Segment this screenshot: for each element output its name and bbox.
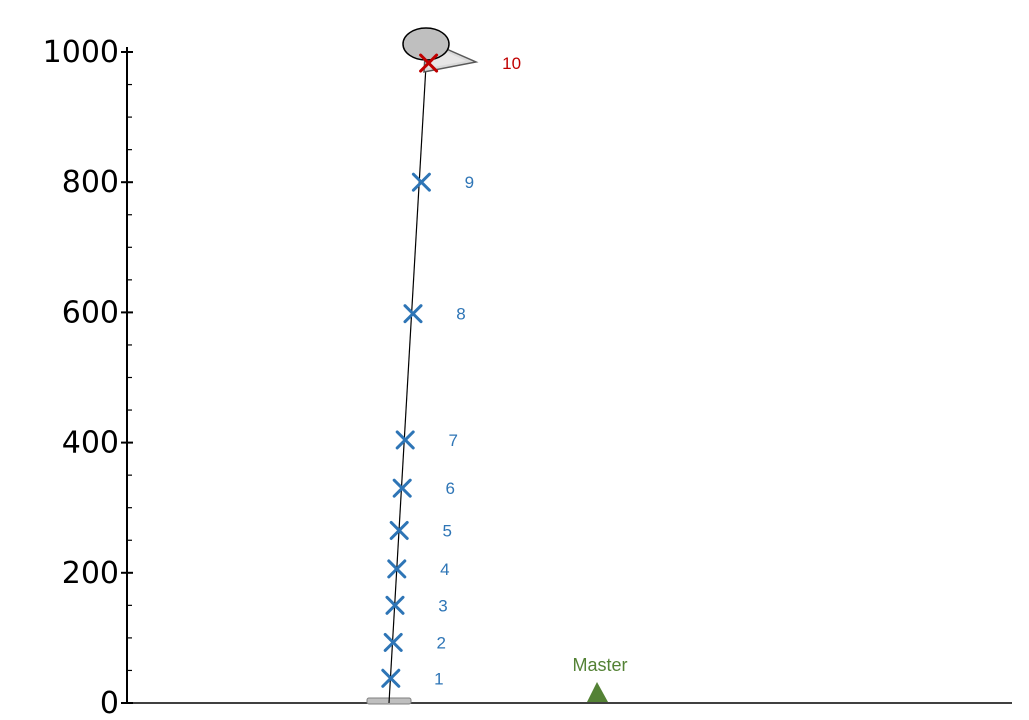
sensor-marker (389, 520, 409, 540)
master-label: Master (572, 655, 627, 675)
y-tick-label: 800 (62, 165, 119, 200)
y-axis-ticks: 0 200 400 600 800 1000 (43, 35, 133, 720)
sensor-marker (395, 430, 415, 450)
sensor-label: 2 (436, 633, 445, 652)
top-sensor-marker: 10 (419, 53, 521, 73)
y-axis (126, 47, 1012, 704)
sensor-label: 8 (456, 305, 465, 324)
master-station-icon (587, 682, 608, 702)
sensor-marker (387, 559, 407, 579)
top-sensor-label: 10 (502, 54, 521, 73)
sensor-marker (381, 668, 401, 688)
y-tick-label: 200 (62, 556, 119, 591)
sensor-marker (411, 172, 431, 192)
balloon-envelope (402, 27, 450, 61)
sensor-label: 4 (440, 560, 449, 579)
tether-line (388, 55, 428, 704)
sensor-marker (383, 632, 403, 652)
y-tick-label: 1000 (43, 35, 119, 70)
sensor-label: 3 (438, 596, 447, 615)
sensor-marker (403, 304, 423, 324)
sensor-label: 5 (442, 521, 451, 540)
sensor-label: 1 (434, 669, 443, 688)
y-tick-label: 600 (62, 295, 119, 330)
top-sensor-marker (419, 53, 439, 73)
sensor-markers: 1 2 3 4 5 6 7 8 9 (381, 172, 474, 688)
balloon-icon (402, 27, 479, 73)
sensor-label: 7 (448, 431, 457, 450)
sensor-label: 6 (445, 479, 454, 498)
sensor-marker (392, 478, 412, 498)
y-tick-label: 400 (62, 426, 119, 461)
sensor-label: 9 (465, 173, 474, 192)
sensor-marker (385, 595, 405, 615)
y-tick-label: 0 (100, 686, 119, 720)
